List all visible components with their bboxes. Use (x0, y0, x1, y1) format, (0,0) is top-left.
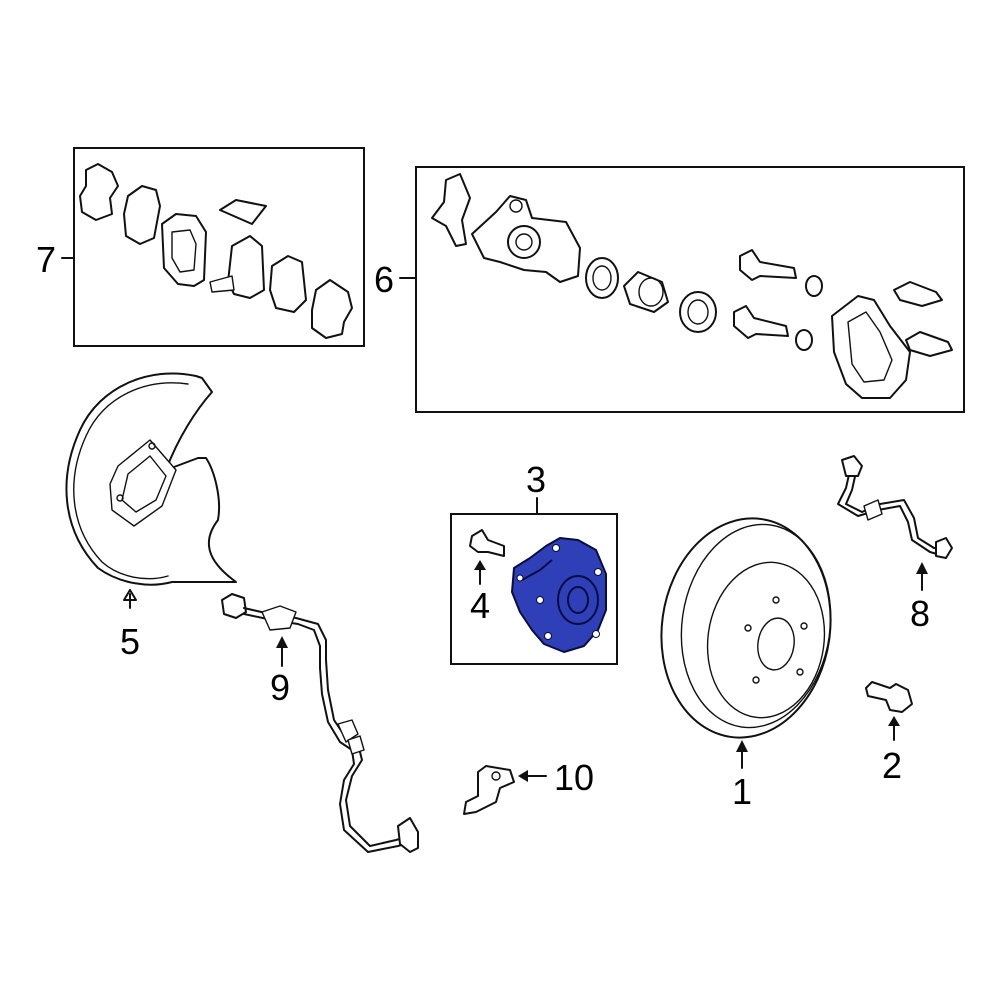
hub-bolt-icon (469, 529, 505, 557)
callout-3[interactable]: 3 (526, 459, 546, 500)
part-8-brake-hose[interactable]: 8 (837, 455, 953, 634)
part-9-abs-sensor[interactable]: 9 (221, 593, 419, 853)
brake-hose-icon (837, 469, 945, 557)
callout-8[interactable]: 8 (910, 593, 930, 634)
caliper-mount-bracket-icon (831, 295, 911, 399)
piston-seal-icon (585, 257, 619, 299)
sensor-wire-bracket-icon (463, 765, 515, 815)
callout-2[interactable]: 2 (882, 745, 902, 786)
wheel-hub-assembly-icon (511, 537, 607, 653)
pin-boot-icon (805, 275, 823, 297)
part-5-dust-shield[interactable]: 5 (65, 372, 237, 662)
callout-10[interactable]: 10 (554, 757, 594, 798)
part-7-frame (73, 147, 365, 347)
pin-boot-icon (795, 329, 813, 351)
pad-shim-icon (79, 163, 119, 221)
abs-sensor-head-icon (221, 593, 247, 619)
pad-shim-icon (311, 279, 353, 339)
part-6-caliper-group[interactable]: 6 (374, 166, 965, 413)
callout-9[interactable]: 9 (270, 667, 290, 708)
caliper-bolt-icon (865, 681, 913, 713)
callout-7[interactable]: 7 (36, 239, 56, 280)
caliper-body-icon (471, 195, 581, 283)
callout-5[interactable]: 5 (120, 621, 140, 662)
abs-sensor-wire-icon (243, 607, 411, 847)
part-2-bolt[interactable]: 2 (865, 681, 913, 786)
part-7-brake-pads-group[interactable]: 7 (36, 147, 365, 347)
part-6-frame (415, 166, 965, 413)
caliper-piston-icon (623, 271, 669, 313)
piston-boot-icon (679, 291, 717, 333)
pad-retainer-clip-icon (893, 281, 943, 307)
brake-pad-icon (269, 255, 307, 313)
callout-6[interactable]: 6 (374, 259, 394, 300)
callout-1[interactable]: 1 (732, 771, 752, 812)
guide-pin-icon (733, 305, 789, 339)
brake-rotor-icon (660, 517, 832, 739)
part-4-hub-bolt[interactable]: 4 (469, 529, 505, 626)
part-3-hub-group[interactable]: 3 4 (450, 459, 618, 665)
anti-squeal-shim-icon (219, 199, 267, 225)
pad-retainer-clip-icon (905, 331, 953, 357)
part-1-brake-rotor[interactable]: 1 (648, 507, 845, 812)
brake-pad-icon (123, 185, 161, 245)
part-10-sensor-bracket[interactable]: 10 (463, 757, 594, 815)
brake-pad-icon (161, 213, 207, 287)
guide-pin-icon (739, 249, 797, 281)
caliper-bracket-clip-icon (431, 173, 471, 247)
callout-4[interactable]: 4 (470, 585, 490, 626)
part-3-frame (450, 513, 618, 665)
